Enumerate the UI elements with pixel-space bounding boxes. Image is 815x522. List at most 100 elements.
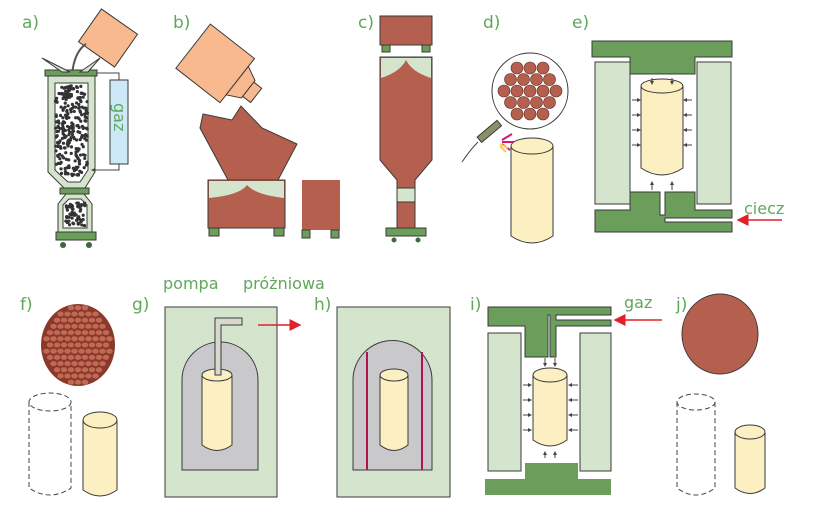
grain xyxy=(95,317,103,323)
grain xyxy=(88,367,96,373)
particle xyxy=(57,140,61,144)
grain xyxy=(504,73,517,86)
grain xyxy=(46,354,54,360)
particle xyxy=(84,106,88,110)
particle xyxy=(56,154,60,159)
pump-label-1: pompa xyxy=(163,274,219,293)
grain xyxy=(57,311,64,317)
grain xyxy=(95,342,103,348)
collected-powder xyxy=(64,201,87,228)
panel-label-h: h) xyxy=(314,295,331,315)
panel-label-j: j) xyxy=(675,295,687,315)
grain xyxy=(60,317,68,323)
grain xyxy=(85,348,92,354)
grain xyxy=(95,330,103,336)
particle xyxy=(61,107,65,111)
billet xyxy=(201,375,233,451)
grain xyxy=(78,373,85,379)
grains xyxy=(497,61,563,121)
foot xyxy=(273,227,285,237)
particle xyxy=(83,113,87,117)
separator xyxy=(59,187,90,195)
grain xyxy=(95,367,103,373)
particle xyxy=(72,109,76,114)
particle xyxy=(75,89,79,94)
grain xyxy=(67,330,75,336)
particle xyxy=(65,208,69,212)
panel-label-b: b) xyxy=(173,13,190,33)
panel-g: g) pompa próżniowa xyxy=(132,274,325,498)
grain xyxy=(81,367,89,373)
particle xyxy=(76,173,81,177)
grain xyxy=(50,323,57,329)
particle xyxy=(76,156,80,160)
shrunk-billet xyxy=(82,420,118,497)
particle xyxy=(79,202,84,207)
particle xyxy=(63,113,68,117)
particle xyxy=(60,136,64,140)
particle xyxy=(68,84,73,88)
grain xyxy=(74,354,82,360)
particle xyxy=(63,146,67,150)
particle xyxy=(71,166,75,170)
grain xyxy=(88,342,96,348)
particle xyxy=(60,85,64,89)
grain xyxy=(64,336,71,342)
particle xyxy=(77,106,81,110)
grain xyxy=(81,330,89,336)
grain xyxy=(92,336,99,342)
grain xyxy=(74,305,82,311)
particle xyxy=(77,102,81,107)
particle xyxy=(85,116,89,120)
particle xyxy=(84,132,88,137)
particle xyxy=(79,84,83,88)
panel-j: j) xyxy=(675,293,766,496)
grain xyxy=(99,361,106,367)
grain xyxy=(53,367,61,373)
grain xyxy=(57,361,64,367)
grain xyxy=(81,379,89,385)
particle xyxy=(77,158,82,163)
particle xyxy=(69,135,73,140)
panel-f: f) xyxy=(20,295,118,497)
grain xyxy=(64,361,71,367)
particle xyxy=(69,145,74,149)
dense-material xyxy=(681,293,759,375)
grain xyxy=(530,73,543,86)
particle xyxy=(69,151,73,155)
particle xyxy=(61,141,66,145)
grain xyxy=(85,311,92,317)
grain xyxy=(78,348,85,354)
grain xyxy=(74,317,82,323)
grain xyxy=(85,361,92,367)
cart-base xyxy=(55,231,97,241)
particle xyxy=(60,154,64,158)
particle xyxy=(61,116,65,120)
particle xyxy=(54,126,58,130)
particle xyxy=(74,213,78,217)
bottom-closure xyxy=(485,463,611,495)
grain xyxy=(517,73,530,86)
cart-base xyxy=(385,227,427,237)
grain xyxy=(92,373,99,379)
grain xyxy=(50,336,57,342)
particle xyxy=(76,96,80,100)
particle xyxy=(80,105,84,109)
particle xyxy=(72,137,76,141)
crucible xyxy=(77,8,139,68)
grain xyxy=(543,73,556,86)
foot xyxy=(330,229,340,239)
particle xyxy=(71,125,75,129)
particle xyxy=(80,223,84,227)
particle xyxy=(67,204,71,208)
particle xyxy=(81,213,85,217)
particle xyxy=(73,159,77,163)
grain xyxy=(523,84,537,98)
panel-h: h) xyxy=(314,295,451,498)
particle xyxy=(71,172,76,177)
grain xyxy=(95,354,103,360)
particle xyxy=(70,216,74,220)
particle xyxy=(53,99,58,103)
particle xyxy=(68,130,72,134)
